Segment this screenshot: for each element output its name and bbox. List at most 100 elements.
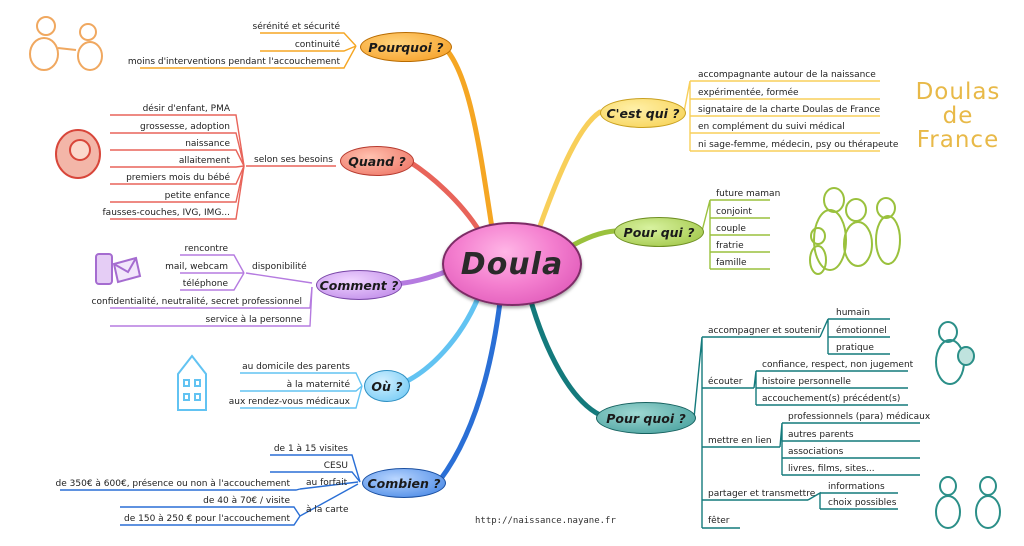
- combien-carte: à la carte: [306, 505, 349, 515]
- leaf-cestqui-2: signataire de la charte Doulas de France: [698, 105, 881, 115]
- leaf-ou-2: aux rendez-vous médicaux: [228, 397, 350, 407]
- leaf-quand-6: fausses-couches, IVG, IMG...: [102, 208, 230, 218]
- leaf-pourqui-0: future maman: [716, 189, 781, 199]
- leaf-quand-3: allaitement: [178, 156, 230, 166]
- leaf-pourquoi2-1-2: accouchement(s) précédent(s): [762, 394, 901, 404]
- branch-combien: [437, 299, 503, 483]
- leaf-pourqui-2: couple: [716, 224, 746, 234]
- leaf-pourquoi2-0-0: humain: [836, 308, 870, 318]
- leaf-cestqui-1: expérimentée, formée: [698, 88, 799, 98]
- connector-pourquoi-2: [140, 45, 357, 69]
- node-ou[interactable]: Où ?: [364, 370, 410, 402]
- leaf-quand-5: petite enfance: [164, 191, 230, 201]
- brand-logo-text: Doulas de France: [908, 80, 1008, 152]
- node-pourqui[interactable]: Pour qui ?: [614, 217, 704, 247]
- connector-pourquoi-1: [260, 45, 357, 52]
- connector-pourquoi-0: [260, 32, 357, 47]
- pourquoi2-group-2: mettre en lien: [708, 436, 772, 446]
- comment-hub: disponibilité: [252, 262, 307, 272]
- connector-comment-hubitem-0: [180, 254, 245, 274]
- branch-quand: [407, 159, 483, 235]
- connector-quand-4: [110, 165, 245, 185]
- node-pourquoi[interactable]: Pourquoi ?: [360, 32, 452, 62]
- branch-pourquoi: [442, 45, 495, 231]
- node-cestqui[interactable]: C'est qui ?: [600, 98, 686, 128]
- connector-ou-1: [240, 385, 363, 392]
- connector-quand-5: [110, 165, 245, 203]
- connector-quand-2: [110, 149, 245, 167]
- node-comment[interactable]: Comment ?: [316, 270, 402, 300]
- branch-pourquoi2: [527, 295, 603, 418]
- node-pourquoi2[interactable]: Pour quoi ?: [596, 402, 696, 434]
- branch-ou: [402, 295, 481, 385]
- connector-pourqui-spine: [701, 199, 711, 269]
- branch-comment: [392, 269, 448, 287]
- doula-baby-illustration: [935, 321, 975, 385]
- connector-combien-0: [270, 454, 361, 483]
- leaf-pourquoi2-1-1: histoire personnelle: [762, 377, 851, 387]
- connector-quand-3: [110, 165, 245, 168]
- connector-comment-1: [110, 286, 313, 327]
- leaf-pourquoi2-0-1: émotionnel: [836, 326, 887, 336]
- leaf-comment-0: confidentialité, neutralité, secret prof…: [91, 297, 302, 307]
- leaf-pourquoi-2: moins d'interventions pendant l'accouche…: [127, 57, 340, 67]
- center-node[interactable]: Doula: [442, 222, 582, 306]
- leaf-pourquoi-0: sérénité et sécurité: [252, 22, 340, 32]
- leaf-comment-hub-1: mail, webcam: [165, 262, 228, 272]
- leaf-combien-0: de 1 à 15 visites: [273, 444, 348, 454]
- node-quand[interactable]: Quand ?: [340, 146, 414, 176]
- leaf-cestqui-3: en complément du suivi médical: [698, 122, 845, 132]
- connector-quand-0: [110, 114, 245, 167]
- house-icon: [177, 354, 207, 411]
- connector-combien-carte-1: [120, 515, 301, 526]
- connector-combien-carte: [299, 483, 359, 517]
- leaf-pourquoi2-2-2: associations: [788, 447, 844, 457]
- family-illustration: [809, 187, 901, 275]
- leaf-pourquoi2-3-0: informations: [828, 482, 885, 492]
- connector-pourquoi2-spine: [693, 336, 703, 528]
- combien-forfait: au forfait: [306, 478, 348, 488]
- brand-line-1: Doulas: [915, 79, 1001, 105]
- leaf-pourquoi2-2-1: autres parents: [788, 430, 854, 440]
- leaf-combien-forfait-0: de 350€ à 600€, présence ou non à l'acco…: [55, 479, 290, 489]
- leaf-pourquoi2-3-1: choix possibles: [828, 498, 897, 508]
- branch-cestqui: [537, 109, 603, 229]
- leaf-quand-1: grossesse, adoption: [140, 122, 230, 132]
- leaf-quand-4: premiers mois du bébé: [126, 173, 230, 183]
- connector-comment-hubitem-2: [180, 272, 245, 291]
- phone-mail-icon: [95, 253, 142, 285]
- connector-cestqui-spine: [683, 80, 691, 151]
- leaf-comment-hub-0: rencontre: [184, 244, 228, 254]
- leaf-ou-0: au domicile des parents: [242, 362, 350, 372]
- connector-ou-2: [240, 385, 363, 409]
- connector-pourquoi2-g2-spine: [779, 422, 783, 475]
- pourquoi2-group-0: accompagner et soutenir: [708, 326, 822, 336]
- leaf-combien-1: CESU: [323, 461, 348, 471]
- leaf-cestqui-0: accompagnante autour de la naissance: [698, 70, 876, 80]
- brand-line-3: France: [916, 127, 1000, 153]
- leaf-pourqui-3: fratrie: [716, 241, 744, 251]
- leaf-combien-carte-1: de 150 à 250 € pour l'accouchement: [124, 514, 290, 524]
- leaf-combien-carte-0: de 40 à 70€ / visite: [203, 496, 290, 506]
- source-url[interactable]: http://naissance.nayane.fr: [475, 516, 616, 526]
- leaf-pourqui-4: famille: [716, 258, 747, 268]
- connector-combien-1: [270, 471, 361, 483]
- node-combien[interactable]: Combien ?: [362, 468, 446, 498]
- leaf-pourquoi2-0-2: pratique: [836, 343, 874, 353]
- connector-combien-forfait-0: [60, 488, 301, 491]
- leaf-pourquoi2-2-0: professionnels (para) médicaux: [788, 412, 931, 422]
- leaf-pourquoi2-2-3: livres, films, sites...: [788, 464, 875, 474]
- two-people-illustration: [935, 476, 1001, 529]
- leaf-ou-1: à la maternité: [286, 380, 350, 390]
- baby-illustration: [55, 129, 101, 179]
- connector-combien-carte-0: [120, 506, 301, 517]
- pourquoi2-group-4: fêter: [708, 516, 730, 526]
- leaf-comment-hub-2: téléphone: [182, 279, 228, 289]
- connector-combien-forfait: [299, 481, 359, 490]
- leaf-cestqui-4: ni sage-femme, médecin, psy ou thérapeut…: [698, 140, 899, 150]
- leaf-pourquoi2-1-0: confiance, respect, non jugement: [762, 360, 914, 370]
- leaf-quand-2: naissance: [185, 139, 230, 149]
- connector-comment-hub: [245, 272, 313, 284]
- connector-ou-0: [240, 372, 363, 387]
